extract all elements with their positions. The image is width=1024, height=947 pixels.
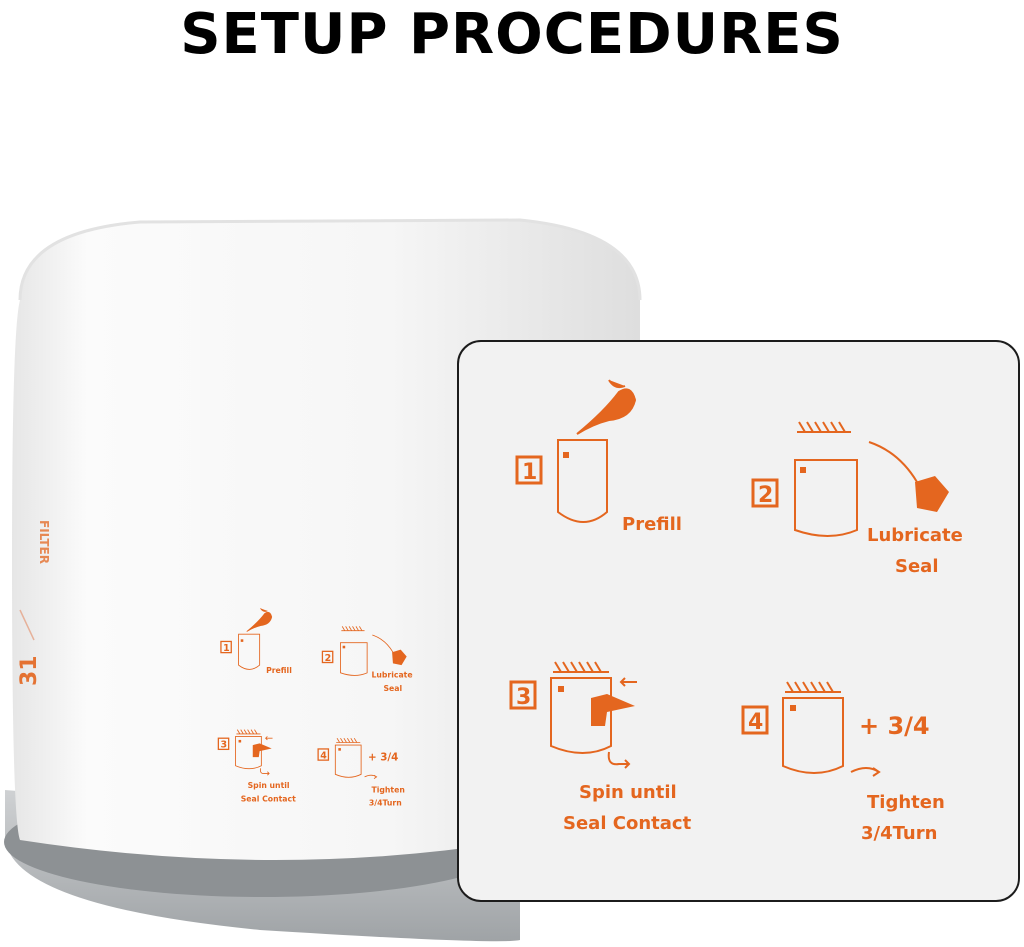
filter-product-text: FILTER (37, 520, 51, 564)
small-step-4-number-box (317, 748, 330, 761)
small-step-4-filter-outline (334, 744, 362, 778)
oil-can-icon (576, 379, 637, 435)
small-step-3-number-box (217, 737, 230, 751)
step-1-number: 1 (522, 460, 537, 485)
step-2-label-line-2: Seal (895, 556, 939, 577)
small-step-2-label-line-1: Lubricate (371, 671, 412, 680)
small-oil-can-icon (246, 608, 273, 632)
small-step-1-label-line-1: Prefill (266, 666, 292, 675)
small-step-4-label-line-2: 3/4Turn (369, 799, 402, 808)
small-oil-bottle-icon (392, 649, 407, 666)
step-1-filter-outline (557, 439, 608, 523)
step-4: 4 + 3/4 Tighten 3/4Turn (741, 681, 945, 844)
small-step-1-number: 1 (223, 643, 230, 654)
filter-side-label: FILTER (37, 520, 51, 564)
small-step-4-turn-amount: + 3/4 (368, 752, 398, 764)
small-step-4-number: 4 (320, 750, 327, 761)
step-4-label-line-2: 3/4Turn (861, 823, 937, 844)
small-rotate-arrow-icon (259, 768, 270, 776)
step-2-number: 2 (758, 483, 773, 508)
small-step-1: 1 Prefill (220, 608, 292, 675)
small-step-1-number-box (220, 640, 232, 654)
small-step-3-label-line-1: Spin until (248, 781, 290, 790)
small-step-4: 4 + 3/4 Tighten 3/4Turn (317, 737, 405, 808)
step-4-number: 4 (748, 710, 763, 735)
small-step-4-label-line-1: Tighten (371, 785, 404, 794)
wrench-hatch-icon (797, 421, 851, 433)
filter-small-steps-diagram: 1 Prefill 2 Lubricate (217, 608, 413, 808)
step-3: 3 Spin until Seal Contact (509, 661, 692, 834)
step-3-number-box (509, 680, 537, 710)
step-4-label-line-1: Tighten (867, 792, 945, 813)
push-arrow-icon (619, 677, 637, 687)
small-step-2-number-box (321, 650, 334, 664)
step-3-number: 3 (516, 685, 531, 710)
small-step-3-number: 3 (221, 740, 228, 751)
step-4-filter-outline (782, 697, 844, 774)
step-3-label-line-1: Spin until (579, 782, 677, 803)
step-2-number-box (751, 478, 779, 508)
step-3-filter-outline (550, 677, 612, 754)
filter-part-number: 31 (17, 655, 42, 686)
small-wrench-hatch-icon (341, 626, 365, 632)
small-step-2: 2 Lubricate Seal (321, 626, 413, 693)
step-1: 1 Prefill (515, 379, 682, 535)
step-1-number-box (515, 455, 543, 485)
small-rotate-arrow-icon (364, 774, 378, 779)
small-pointing-hand-icon (252, 743, 272, 758)
instruction-callout: 1 Prefill 2 Lubricate (457, 340, 1020, 902)
small-step-3: 3 Spin until Seal Contact (217, 729, 296, 803)
pointing-hand-icon (591, 694, 635, 726)
step-4-number-box (741, 705, 769, 735)
small-step-2-number: 2 (325, 653, 332, 664)
rotate-arrow-icon (850, 767, 881, 777)
step-2-filter-outline (794, 459, 858, 537)
step-2: 2 Lubricate Seal (751, 421, 963, 577)
page-title: SETUP PROCEDURES (180, 2, 844, 67)
small-step-3-filter-outline (235, 736, 262, 770)
filter-small-instructions: 1 Prefill 2 Lubricate (217, 608, 413, 808)
step-3-label-line-2: Seal Contact (563, 813, 692, 834)
step-2-label-line-1: Lubricate (867, 525, 963, 546)
step-4-turn-amount: + 3/4 (859, 712, 930, 740)
small-step-1-filter-outline (238, 633, 261, 670)
oil-bottle-icon (915, 476, 949, 512)
setup-steps-diagram: 1 Prefill 2 Lubricate (509, 379, 963, 844)
small-step-2-filter-outline (340, 642, 368, 676)
small-step-2-label-line-2: Seal (383, 684, 402, 693)
small-push-arrow-icon (265, 736, 273, 741)
rotate-arrow-icon (607, 751, 631, 769)
small-step-3-label-line-2: Seal Contact (241, 794, 296, 803)
step-1-label-line-1: Prefill (622, 514, 682, 535)
